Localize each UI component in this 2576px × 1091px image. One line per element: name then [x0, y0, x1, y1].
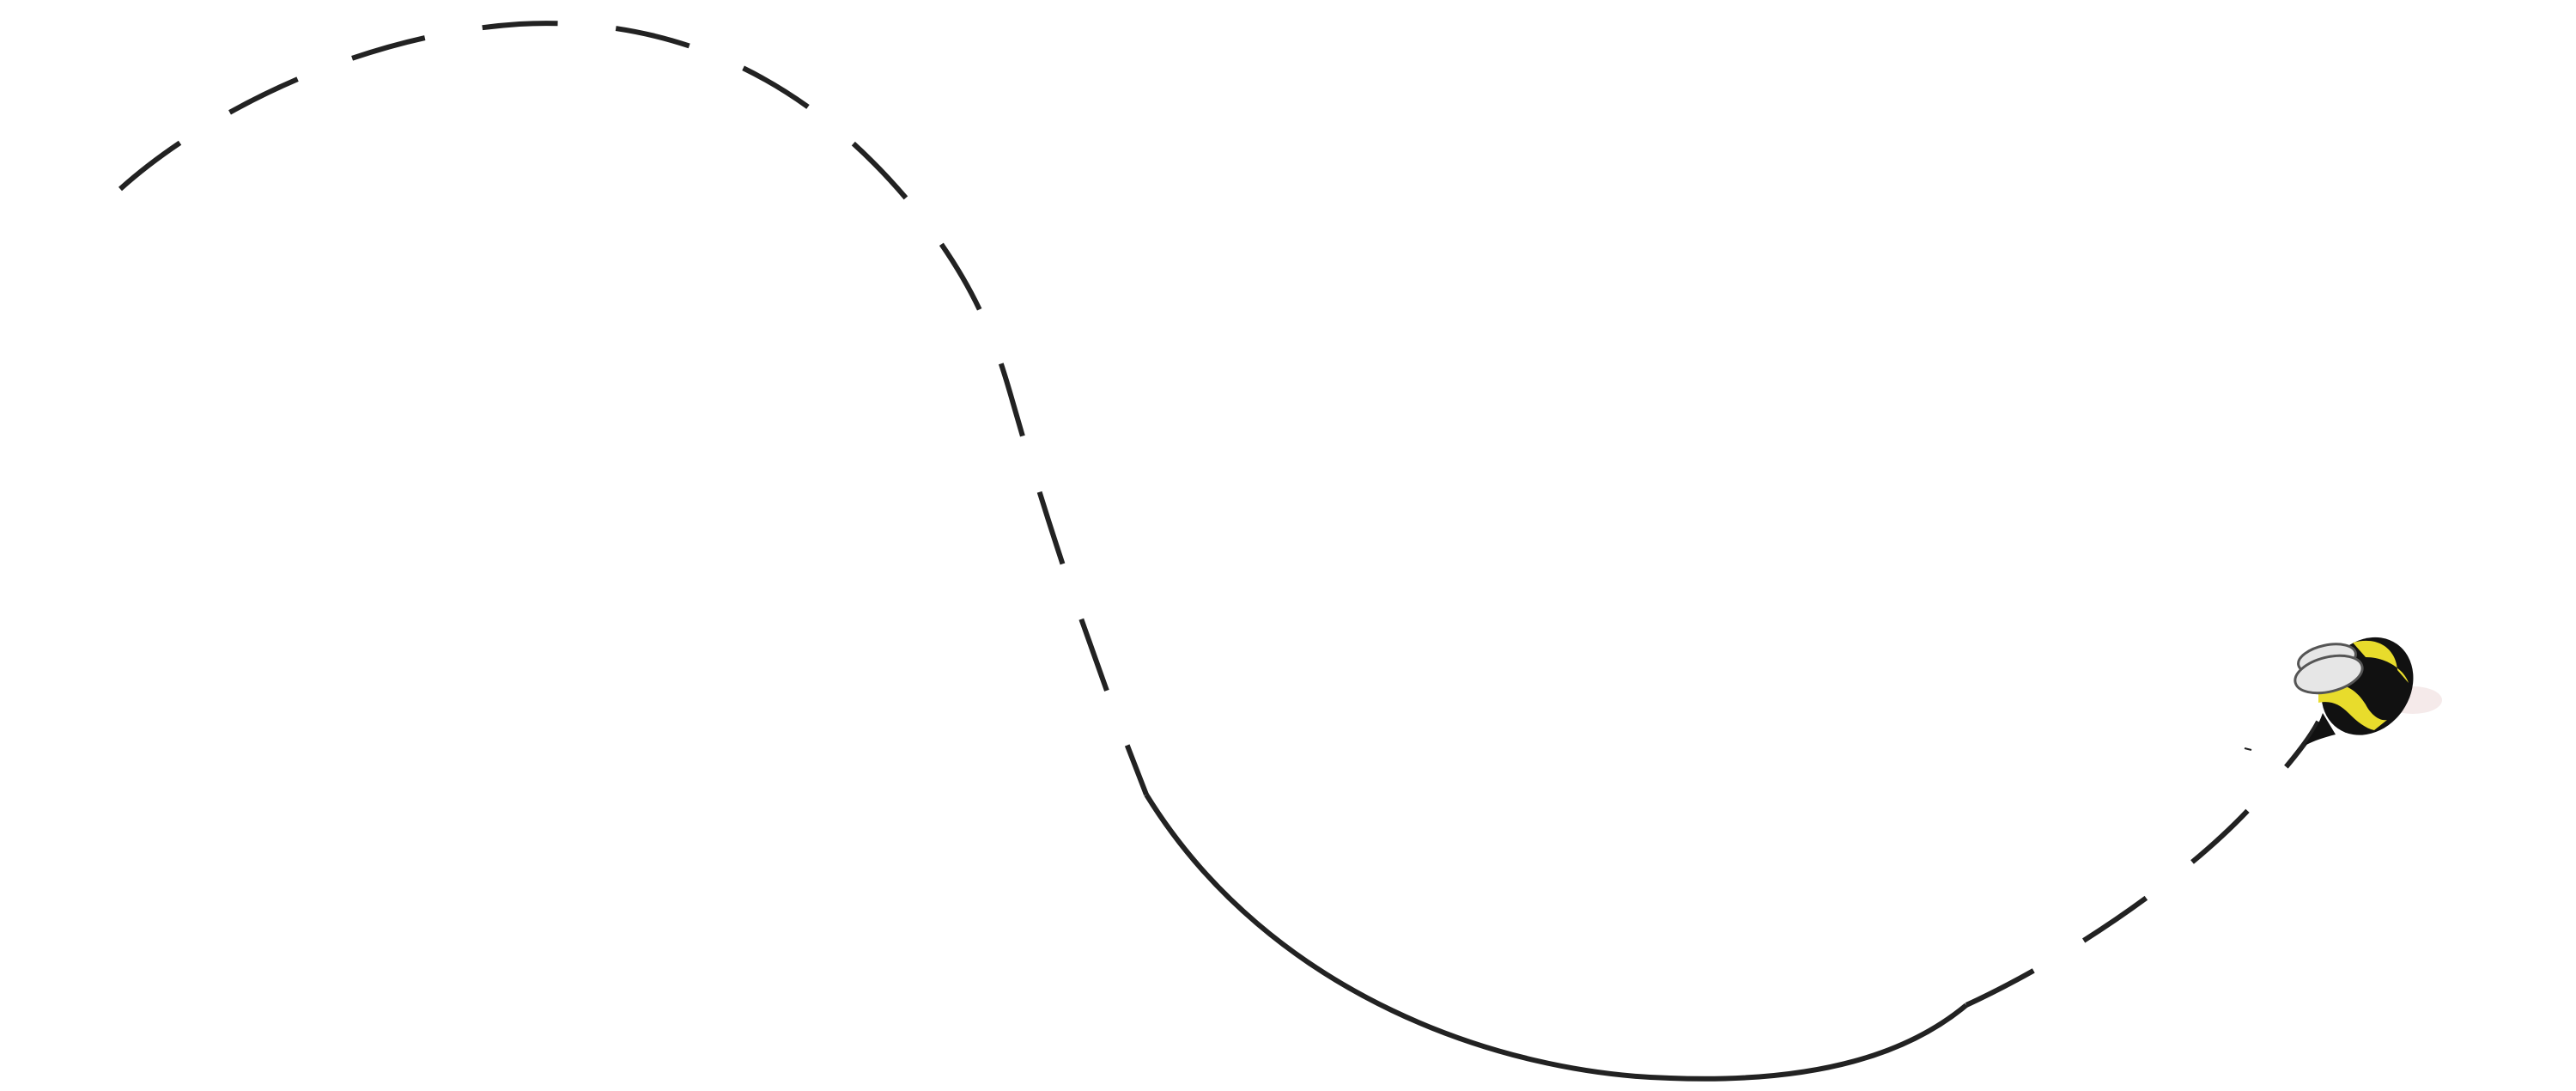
bee-wing-front: [2293, 654, 2364, 695]
bee-stripe-bottom: [2318, 684, 2387, 730]
flight-path-solid: [1144, 793, 1968, 1082]
bee-icon: [2293, 637, 2442, 746]
bee-stripe-top: [2353, 640, 2409, 683]
bee-stinger: [2305, 713, 2336, 746]
flight-path-dashed-start: [118, 21, 1149, 796]
flight-path-dashed-end: [1965, 720, 2321, 1008]
path-stray-mark: [2244, 747, 2252, 751]
